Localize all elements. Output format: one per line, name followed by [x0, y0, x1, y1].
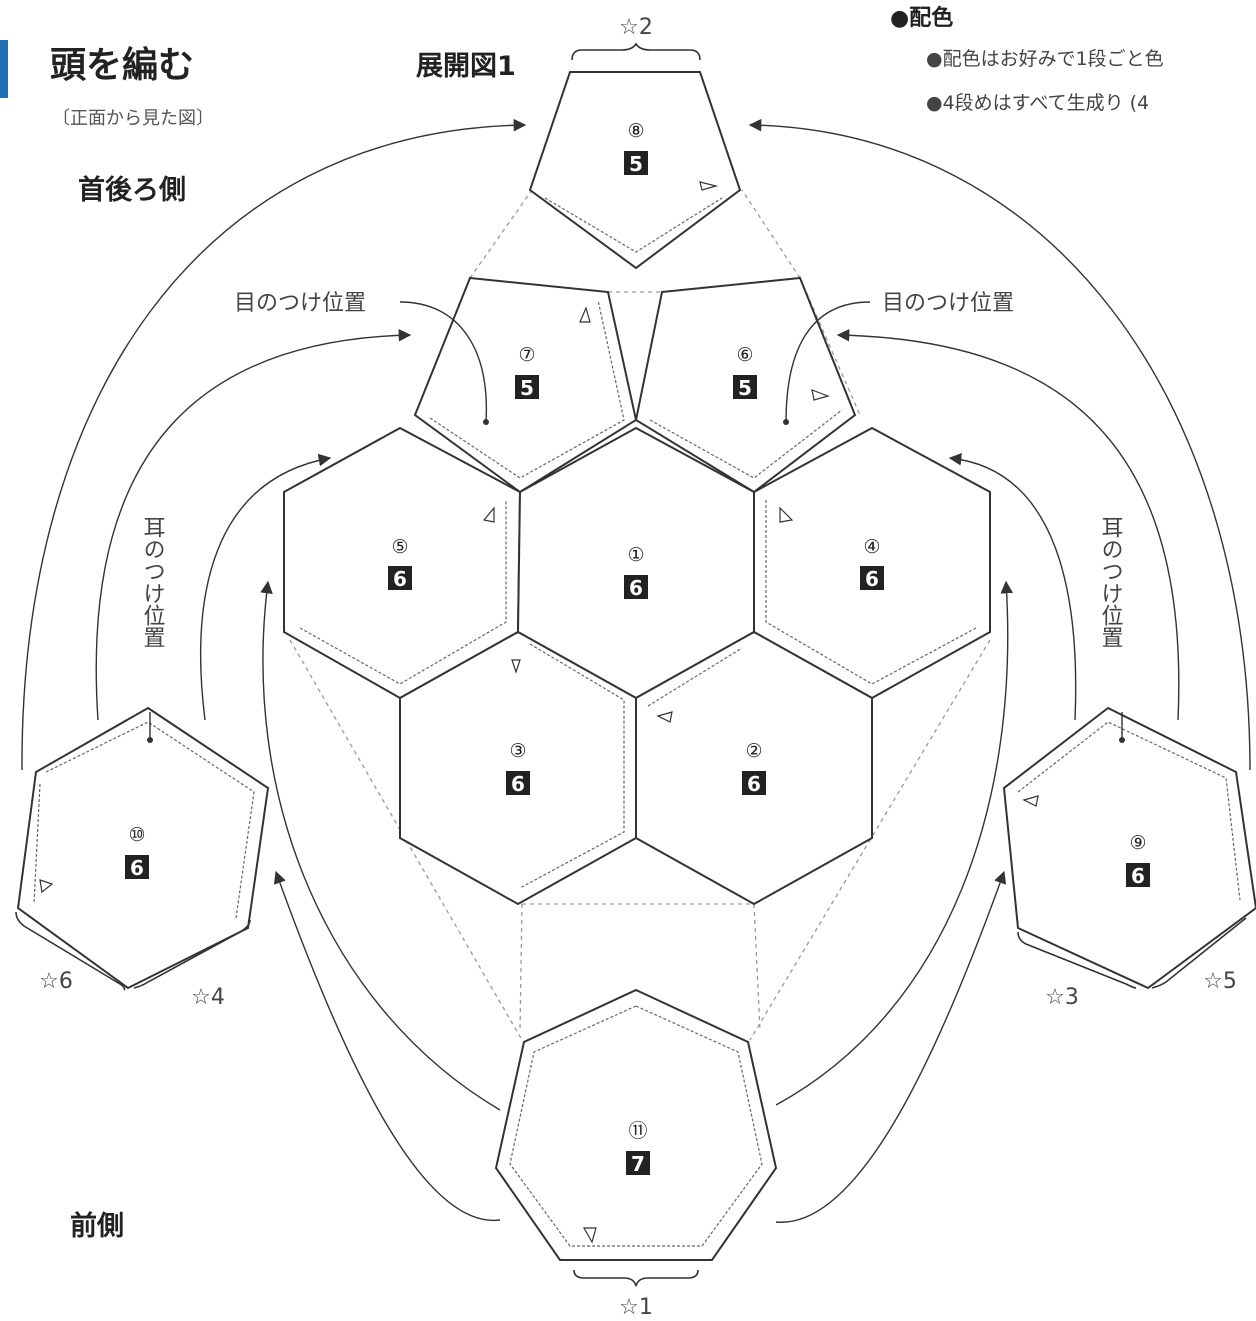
- diagram-title: 展開図1: [416, 51, 516, 82]
- piece-6-sides: 5: [738, 376, 752, 400]
- star-4: ☆4: [191, 985, 225, 1010]
- piece-7-id: ⑦: [518, 344, 535, 366]
- piece-5-sides: 6: [393, 567, 407, 591]
- piece-7-badge: [515, 375, 539, 399]
- title-accent-bar: [0, 40, 8, 98]
- piece-4-id: ④: [863, 536, 880, 558]
- piece-7-sides: 5: [520, 376, 534, 400]
- piece-3-sides: 6: [511, 772, 525, 796]
- piece-8-badge: [624, 151, 648, 175]
- color-note-1: ●配色はお好みで1段ごと色: [926, 48, 1164, 70]
- back-side-label: 首後ろ側: [78, 175, 186, 206]
- piece-4-sides: 6: [865, 567, 879, 591]
- star-5: ☆5: [1203, 969, 1237, 994]
- piece-3-badge: [506, 771, 530, 795]
- piece-11-badge: [626, 1151, 650, 1175]
- piece-10-sides: 6: [130, 856, 144, 880]
- piece-10-badge: [125, 855, 149, 879]
- star-2: ☆2: [619, 15, 653, 40]
- piece-8-id: ⑧: [627, 120, 644, 142]
- piece-labels: ① 6 ② 6 ③ 6 ④ 6 ⑤ 6 ⑥ 5 ⑦ 5 ⑧ 5 ⑨ 6 ⑩ 6 …: [125, 120, 1150, 1176]
- star-3: ☆3: [1045, 985, 1079, 1010]
- page-title: 頭を編む: [50, 45, 195, 86]
- piece-2-badge: [742, 771, 766, 795]
- page-subtitle: 〔正面から見た図〕: [52, 108, 214, 129]
- piece-4-badge: [860, 566, 884, 590]
- attach-dots: [147, 419, 1125, 743]
- piece-9-badge: [1126, 863, 1150, 887]
- piece-9-sides: 6: [1131, 864, 1145, 888]
- star-6: ☆6: [39, 969, 73, 994]
- piece-3-id: ③: [509, 740, 526, 762]
- piece-8-sides: 5: [629, 152, 643, 176]
- piece-1-badge: [624, 575, 648, 599]
- front-side-label: 前側: [70, 1211, 124, 1242]
- ear-position-right-label: 耳のつけ位置: [1098, 516, 1124, 648]
- piece-5-id: ⑤: [391, 536, 408, 558]
- piece-1-id: ①: [627, 544, 644, 566]
- piece-1-sides: 6: [629, 576, 643, 600]
- ear-position-left-label: 耳のつけ位置: [140, 516, 166, 648]
- piece-9-id: ⑨: [1129, 832, 1146, 854]
- piece-5-badge: [388, 566, 412, 590]
- star-labels: ☆1 ☆2 ☆3 ☆4 ☆5 ☆6: [39, 15, 1237, 1320]
- piece-11-id: ⑪: [628, 1120, 647, 1142]
- piece-6-badge: [733, 375, 757, 399]
- eye-position-left-label: 目のつけ位置: [234, 291, 366, 316]
- join-arrows: [21, 118, 1251, 1223]
- piece-10: [15, 706, 270, 991]
- piece-11: [494, 988, 778, 1287]
- star-1: ☆1: [619, 1295, 653, 1320]
- eye-position-right-label: 目のつけ位置: [882, 291, 1014, 316]
- color-notes-heading: ●配色: [890, 6, 954, 31]
- piece-10-id: ⑩: [128, 824, 145, 846]
- piece-11-sides: 7: [631, 1152, 645, 1176]
- color-note-2: ●4段めはすべて生成り (4: [926, 92, 1150, 114]
- piece-2-sides: 6: [747, 772, 761, 796]
- piece-2: [635, 630, 873, 906]
- piece-9: [1002, 706, 1256, 990]
- piece-2-id: ②: [745, 740, 762, 762]
- piece-6-id: ⑥: [736, 344, 753, 366]
